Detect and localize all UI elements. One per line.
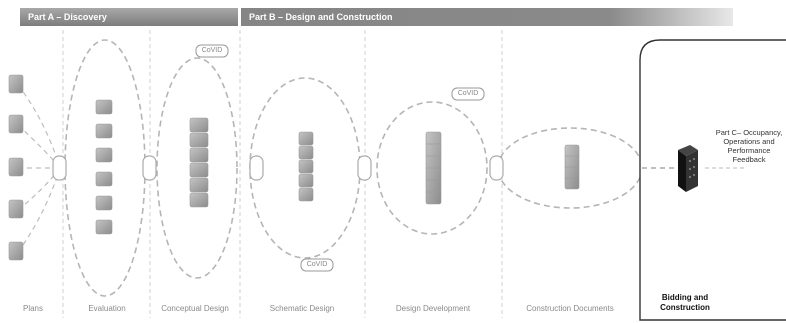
stage-label-development: Design Development — [396, 304, 470, 313]
covid-badge: CoVID — [196, 45, 228, 57]
development-stack — [426, 132, 441, 204]
plan-blocks — [9, 75, 23, 260]
stage-label-conceptual: Conceptual Design — [161, 304, 229, 313]
stage-label-documents: Construction Documents — [526, 304, 614, 313]
final-stage-label: Bidding and Construction — [660, 293, 710, 313]
covid-badge: CoVID — [452, 88, 484, 100]
part-b-header: Part B – Design and Construction — [241, 8, 733, 26]
covid-badge: CoVID — [301, 259, 333, 271]
final-building — [678, 145, 698, 192]
stage-label-plans: Plans — [23, 304, 43, 313]
part-c-label: Part C– Occupancy, Operations and Perfor… — [712, 128, 786, 164]
conceptual-stack — [190, 118, 208, 207]
part-a-header: Part A – Discovery — [20, 8, 238, 26]
final-stage-panel — [640, 40, 786, 320]
stage-label-schematic: Schematic Design — [270, 304, 334, 313]
documents-stack — [565, 145, 579, 189]
evaluation-blocks — [96, 100, 112, 234]
schematic-stack — [299, 132, 313, 201]
stage-label-evaluation: Evaluation — [88, 304, 125, 313]
